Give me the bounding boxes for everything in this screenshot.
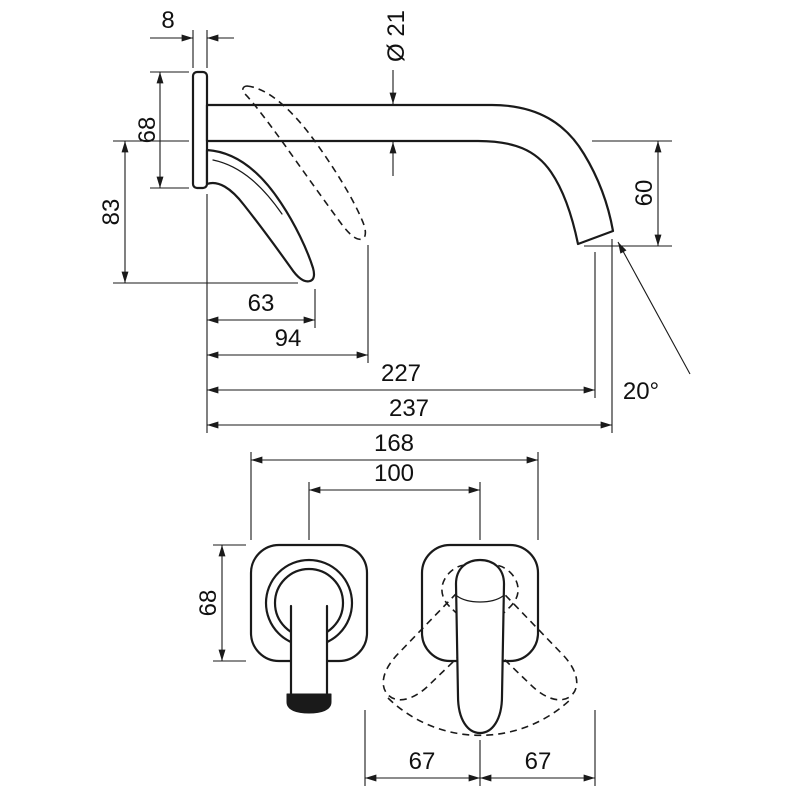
dim-overall-width: 168 bbox=[250, 430, 539, 540]
front-view: 168 100 68 67 67 bbox=[195, 430, 596, 786]
handle-cap-line bbox=[456, 595, 504, 603]
dim-escutcheon-height-front: 68 bbox=[195, 544, 246, 662]
dim-handle-projection-open: 94 bbox=[207, 245, 369, 363]
spout-outlet-tip bbox=[286, 693, 332, 714]
dim-label: 227 bbox=[381, 360, 421, 387]
dim-handle-height: 83 bbox=[98, 140, 298, 284]
dim-label: 60 bbox=[631, 180, 658, 207]
dim-spout-projection: 227 bbox=[207, 252, 596, 398]
escutcheon-plate-side bbox=[191, 70, 209, 190]
dim-label: 68 bbox=[195, 590, 222, 617]
spout-tube-mask bbox=[292, 606, 326, 694]
dim-label: Ø 21 bbox=[383, 10, 410, 62]
dim-escutcheon-height-side: 68 bbox=[134, 71, 189, 189]
dim-label: 83 bbox=[98, 199, 125, 226]
dim-spout-drop: 60 bbox=[584, 140, 672, 247]
dim-spout-diameter: Ø 21 bbox=[383, 10, 410, 176]
handle-front-swung-left bbox=[382, 564, 519, 701]
handle-swing-arc-dashed bbox=[387, 697, 573, 737]
dim-label: 68 bbox=[134, 117, 161, 144]
angle-leader-line bbox=[617, 241, 691, 375]
dim-outlet-angle: 20° bbox=[617, 241, 691, 405]
spout-side bbox=[205, 103, 615, 246]
dim-centres-distance: 100 bbox=[308, 460, 481, 540]
handle-sculpt-line bbox=[212, 159, 283, 215]
dim-label: 168 bbox=[374, 430, 414, 457]
dim-label: 67 bbox=[525, 748, 552, 775]
handle-outline-dashed bbox=[441, 564, 578, 701]
dim-label: 67 bbox=[409, 748, 436, 775]
dim-label: 94 bbox=[275, 325, 302, 352]
dim-handle-projection-closed: 63 bbox=[207, 289, 316, 328]
dim-overall-projection: 237 bbox=[207, 239, 613, 433]
handle-side-open-dashed bbox=[242, 85, 367, 241]
dim-label: 20° bbox=[623, 378, 659, 405]
handle-side-closed bbox=[205, 148, 316, 283]
handle-front-swung-right bbox=[441, 564, 578, 701]
dim-label: 100 bbox=[374, 460, 414, 487]
handle-outline-dashed bbox=[382, 564, 519, 701]
handle-front-solid bbox=[454, 558, 506, 735]
dim-label: 8 bbox=[161, 7, 174, 34]
dim-handle-swing: 67 67 bbox=[364, 710, 596, 786]
dim-escutcheon-depth: 8 bbox=[150, 7, 234, 68]
dim-label: 237 bbox=[389, 395, 429, 422]
dim-label: 63 bbox=[248, 290, 275, 317]
side-view: 8 Ø 21 68 83 60 bbox=[98, 7, 691, 433]
